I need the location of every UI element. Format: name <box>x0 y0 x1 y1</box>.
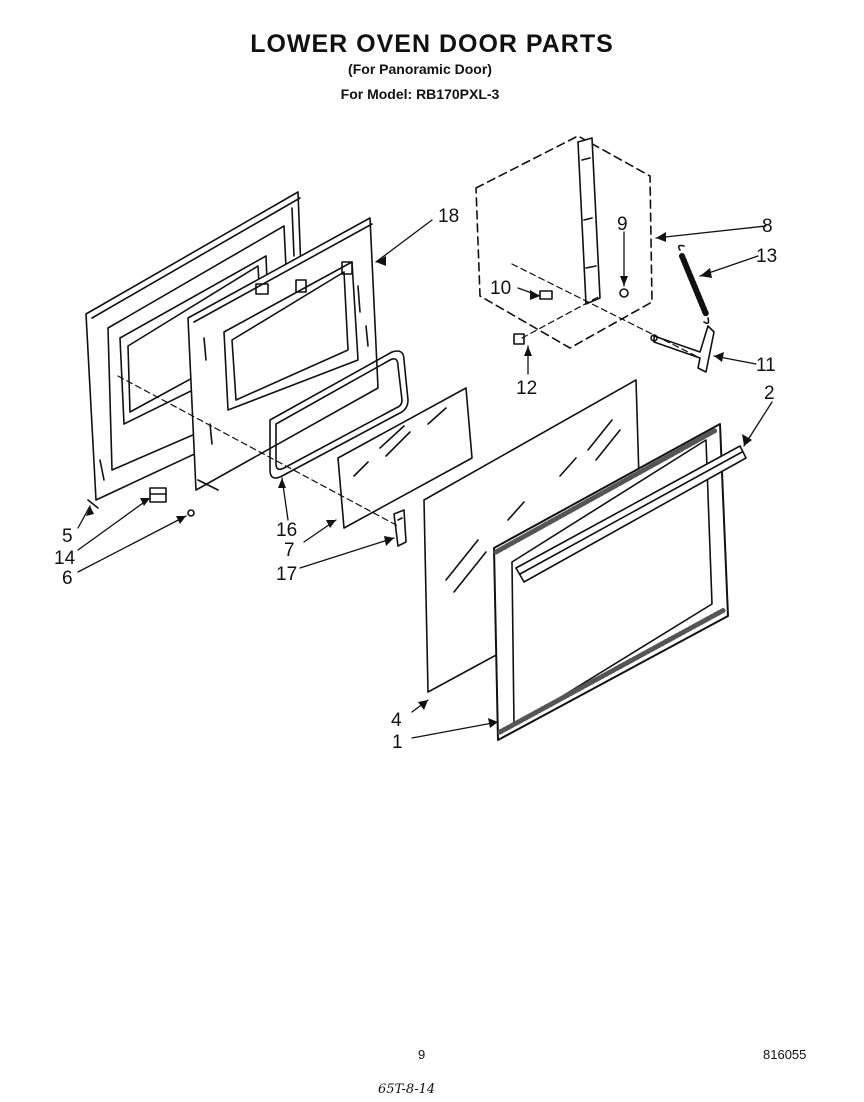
page-number: 9 <box>418 1047 426 1062</box>
glass-retainer-clip <box>393 509 407 547</box>
callout-17: 17 <box>276 564 297 585</box>
callout-13: 13 <box>756 246 777 267</box>
hinge-spring <box>677 244 710 325</box>
page-subtitle: (For Panoramic Door) <box>348 61 492 77</box>
callout-10: 10 <box>490 278 511 299</box>
page-title: LOWER OVEN DOOR PARTS <box>250 30 614 58</box>
outer-door-frame <box>493 423 729 741</box>
callout-8: 8 <box>762 216 773 237</box>
callout-11: 11 <box>756 355 776 376</box>
handwritten-note: 65T-8-14 <box>378 1082 436 1097</box>
reference-number: 816055 <box>763 1047 807 1062</box>
callout-9: 9 <box>617 214 628 235</box>
callout-12: 12 <box>516 378 537 399</box>
callout-2: 2 <box>764 383 775 404</box>
callout-1: 1 <box>392 732 403 753</box>
callout-18: 18 <box>438 206 459 227</box>
door-handle <box>515 445 747 583</box>
callout-16: 16 <box>276 520 297 541</box>
model-label: For Model: RB170PXL-3 <box>340 86 500 102</box>
door-screw <box>187 509 195 517</box>
callout-4: 4 <box>391 710 402 731</box>
hinge-pin <box>513 333 525 345</box>
callout-7: 7 <box>284 540 295 561</box>
hinge-arm <box>650 325 715 373</box>
inner-glass-panel <box>337 387 473 529</box>
hinge-receptacle <box>149 487 167 503</box>
callout-6: 6 <box>62 568 73 589</box>
callout-14: 14 <box>54 548 76 569</box>
inner-door-frame <box>187 217 379 491</box>
callout-5: 5 <box>62 526 73 547</box>
door-gasket <box>269 350 409 479</box>
hinge-assembly <box>475 135 653 349</box>
